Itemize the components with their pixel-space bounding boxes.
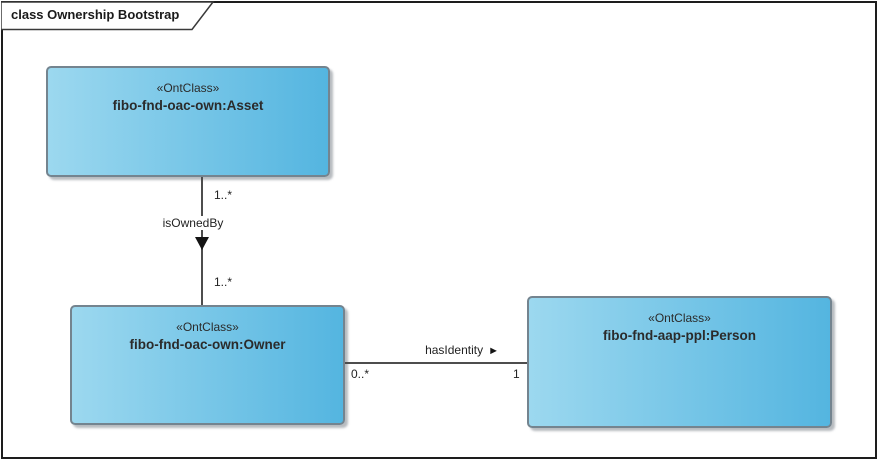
class-name: fibo-fnd-aap-ppl:Person bbox=[603, 328, 756, 343]
class-name: fibo-fnd-oac-own:Owner bbox=[129, 337, 286, 352]
class-name: fibo-fnd-oac-own:Asset bbox=[112, 98, 264, 113]
association-label-text: hasIdentity bbox=[425, 343, 484, 357]
diagram-title: class Ownership Bootstrap bbox=[11, 7, 180, 22]
stereotype-label: «OntClass» bbox=[648, 311, 711, 325]
association-label-isownedby: isOwnedBy bbox=[150, 216, 236, 230]
multiplicity-asset-end: 1..* bbox=[212, 188, 235, 202]
arrowhead-down-icon bbox=[195, 237, 209, 250]
multiplicity-person-end: 1 bbox=[511, 367, 522, 381]
connector-hasidentity[interactable] bbox=[345, 362, 527, 364]
multiplicity-owner-end-vertical: 1..* bbox=[212, 275, 235, 289]
class-asset[interactable]: «OntClass» fibo-fnd-oac-own:Asset bbox=[46, 66, 330, 177]
multiplicity-owner-end-horizontal: 0..* bbox=[349, 367, 372, 381]
frame-title-tab bbox=[1, 1, 215, 31]
navigability-arrow-icon: ► bbox=[488, 345, 499, 357]
stereotype-label: «OntClass» bbox=[156, 81, 220, 95]
stereotype-label: «OntClass» bbox=[176, 320, 239, 334]
frame-tab-shape bbox=[1, 1, 215, 31]
class-person[interactable]: «OntClass» fibo-fnd-aap-ppl:Person bbox=[527, 296, 832, 428]
association-label-hasidentity: hasIdentity ► bbox=[383, 343, 501, 358]
class-owner[interactable]: «OntClass» fibo-fnd-oac-own:Owner bbox=[70, 305, 345, 425]
